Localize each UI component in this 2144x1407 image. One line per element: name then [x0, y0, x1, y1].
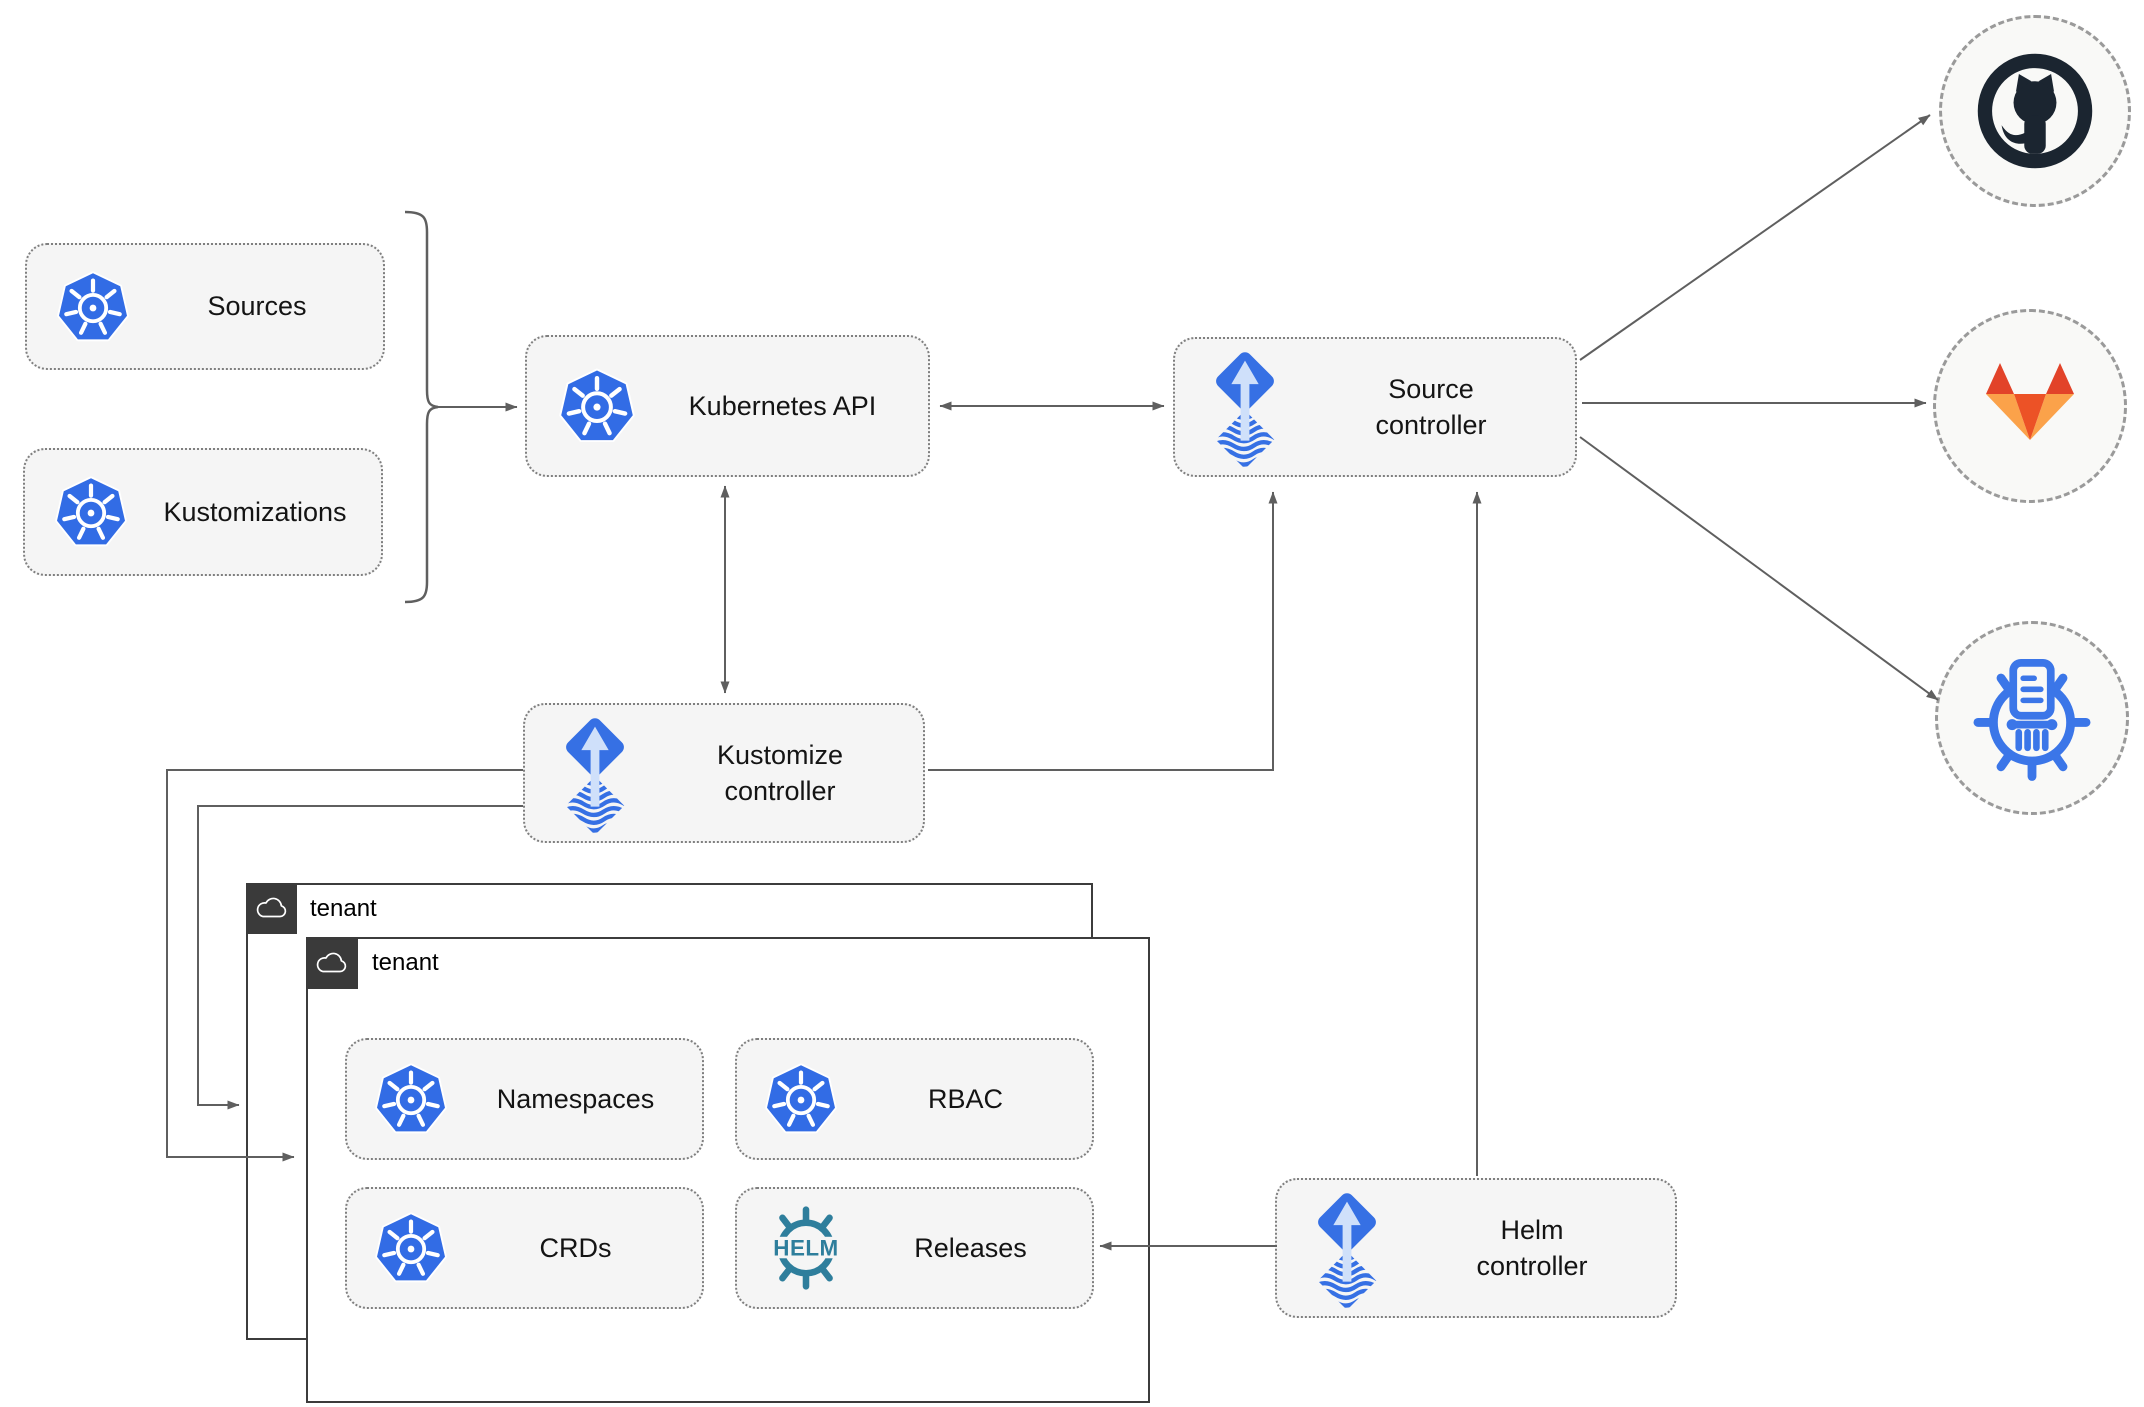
node-label: Kubernetes API	[688, 390, 877, 421]
node-rbac: RBAC	[735, 1038, 1094, 1160]
kubernetes-icon	[373, 1210, 449, 1286]
node-namespaces: Namespaces	[345, 1038, 704, 1160]
node-label: CRDs	[539, 1232, 612, 1263]
connector-kustomize-to-source-controller	[928, 491, 1278, 771]
node-label: Kustomizations	[163, 496, 347, 527]
flux-icon	[1305, 1188, 1389, 1309]
node-kustomize-controller: Kustomize controller	[523, 703, 925, 843]
tenant-tab	[306, 937, 358, 989]
node-source-controller: Source controller	[1173, 337, 1577, 477]
tenant-box-front: tenant Namespaces RBAC CRDs Releases	[306, 937, 1150, 1403]
connector-source-to-github	[1579, 114, 1931, 361]
connector-bracket-sources-kustomizations	[404, 210, 439, 604]
github-icon	[1973, 49, 2097, 173]
flux-icon	[1203, 347, 1287, 468]
external-helm-repository	[1935, 621, 2129, 815]
helm-icon	[763, 1205, 849, 1291]
node-sources: Sources	[25, 243, 385, 370]
connector-source-to-helm-repository	[1579, 436, 1939, 701]
external-github	[1939, 15, 2131, 207]
node-label: Namespaces	[496, 1083, 655, 1114]
node-label: Sources	[207, 291, 307, 322]
cloud-icon	[255, 896, 289, 921]
node-kustomizations: Kustomizations	[23, 448, 383, 576]
node-label: Kustomize controller	[716, 739, 844, 806]
external-gitlab	[1933, 309, 2127, 503]
node-label: Source controller	[1375, 373, 1487, 440]
kubernetes-icon	[763, 1061, 839, 1137]
kubernetes-icon	[55, 269, 131, 345]
node-kubernetes-api: Kubernetes API	[525, 335, 930, 477]
node-releases: Releases	[735, 1187, 1094, 1309]
kubernetes-icon	[53, 474, 129, 550]
node-label: RBAC	[927, 1083, 1003, 1114]
node-label: Releases	[914, 1232, 1027, 1263]
node-helm-controller: Helm controller	[1275, 1178, 1677, 1318]
tenant-tab	[246, 883, 297, 934]
cloud-icon	[315, 951, 349, 976]
node-label: Helm controller	[1476, 1214, 1588, 1281]
helm-repository-icon	[1968, 654, 2096, 782]
kubernetes-icon	[373, 1061, 449, 1137]
tenant-label: tenant	[372, 949, 439, 976]
node-crds: CRDs	[345, 1187, 704, 1309]
gitlab-icon	[1978, 358, 2082, 454]
tenant-label: tenant	[310, 894, 377, 922]
kubernetes-icon	[557, 366, 637, 446]
flux-icon	[553, 713, 637, 834]
